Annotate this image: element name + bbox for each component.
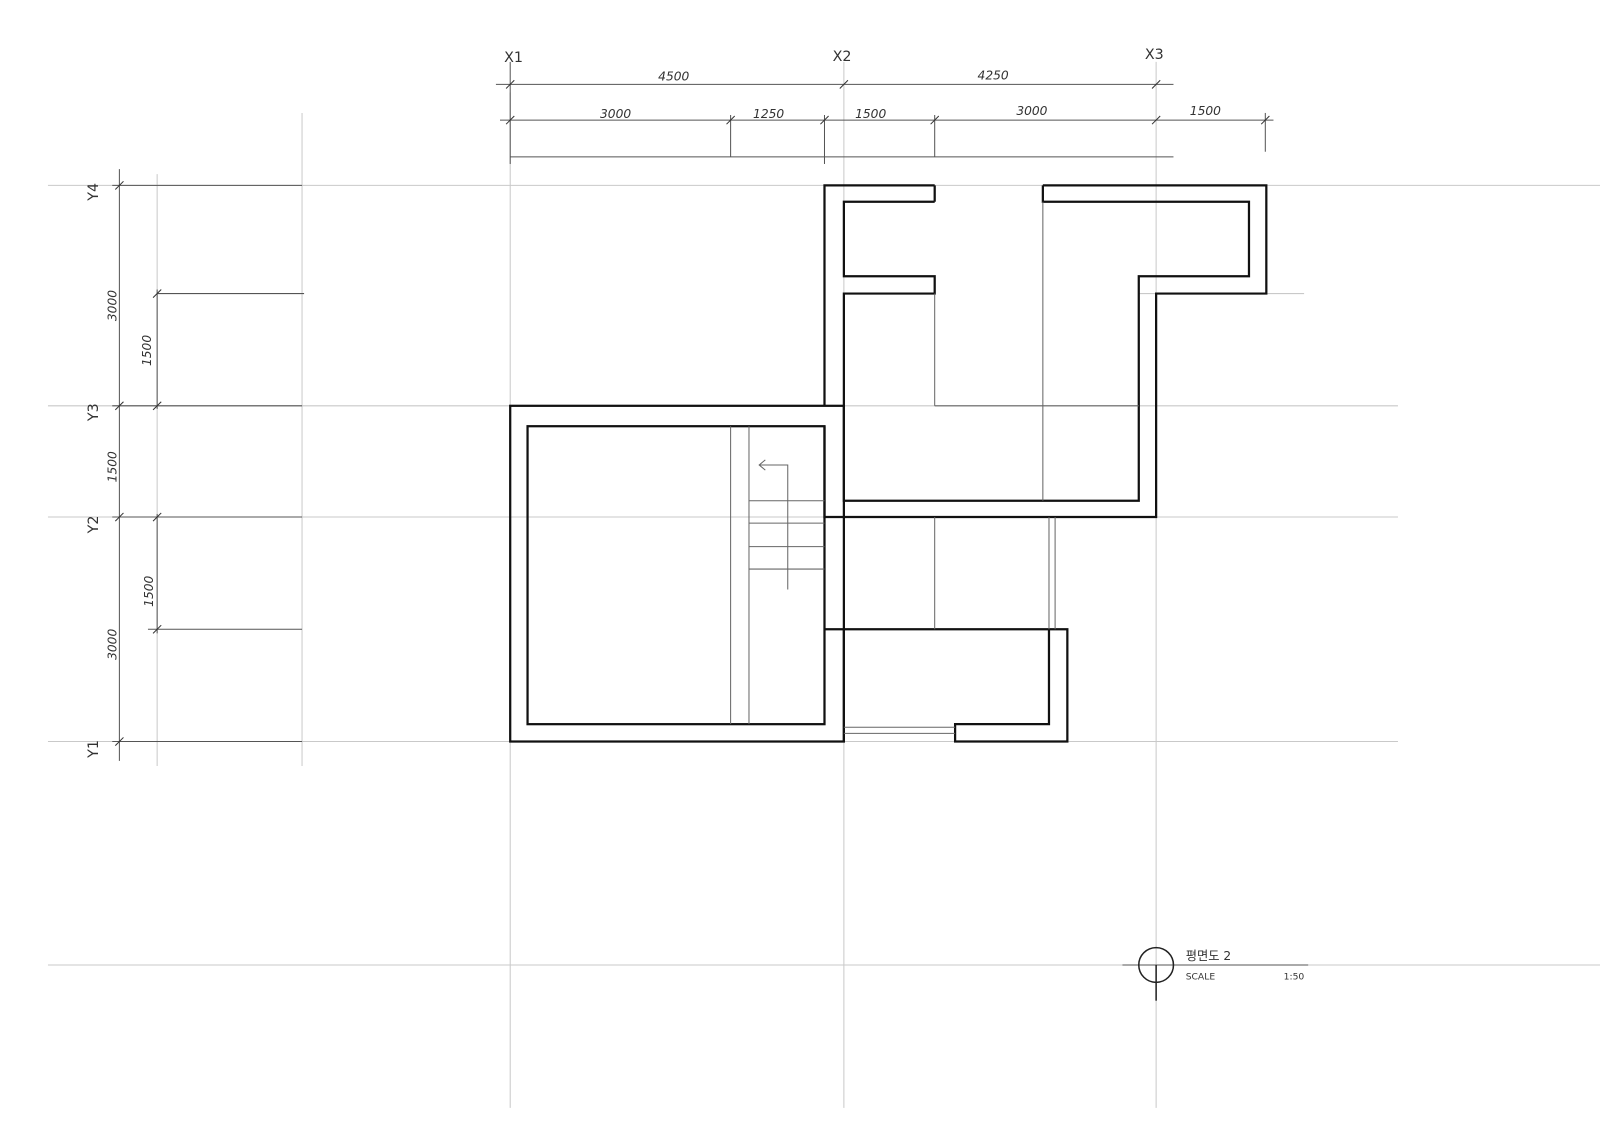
scale-label: SCALE xyxy=(1186,971,1216,982)
dim-left-3000-b: 3000 xyxy=(105,629,119,660)
dim-1500-b: 1500 xyxy=(1190,104,1221,118)
dim-3000-b: 3000 xyxy=(1016,104,1047,118)
axis-label-y3: Y3 xyxy=(86,403,102,422)
stair xyxy=(748,459,825,590)
axis-label-x2: X2 xyxy=(833,49,852,65)
dim-4500: 4500 xyxy=(658,69,689,83)
dim-left-1500-b: 1500 xyxy=(142,575,156,606)
axis-label-y4: Y4 xyxy=(86,183,102,202)
walls xyxy=(509,184,1268,743)
axis-label-x1: X1 xyxy=(504,50,523,66)
scale-value: 1:50 xyxy=(1284,971,1305,982)
top-dimensions: X1 X2 X3 4500 4250 3000 1250 1500 3000 1… xyxy=(495,47,1274,164)
dim-1250: 1250 xyxy=(753,107,784,121)
dim-left-1500: 1500 xyxy=(105,451,119,482)
dim-4250: 4250 xyxy=(978,68,1009,82)
dim-left-1500-a: 1500 xyxy=(140,335,154,366)
dim-3000-a: 3000 xyxy=(600,107,631,121)
dim-left-3000-a: 3000 xyxy=(105,290,119,321)
dim-1500-a: 1500 xyxy=(855,107,886,121)
axis-label-y2: Y2 xyxy=(86,516,102,535)
left-dimensions: Y4 Y3 Y2 Y1 3000 1500 3000 1500 1500 xyxy=(86,169,305,761)
title-block: 평면도 2 SCALE 1:50 xyxy=(1122,946,1309,1001)
interior-lines xyxy=(730,201,1139,734)
axis-label-x3: X3 xyxy=(1145,47,1164,63)
drawing-title: 평면도 2 xyxy=(1186,949,1231,963)
stair-arrow-icon xyxy=(758,459,766,471)
axis-label-y1: Y1 xyxy=(86,740,102,759)
